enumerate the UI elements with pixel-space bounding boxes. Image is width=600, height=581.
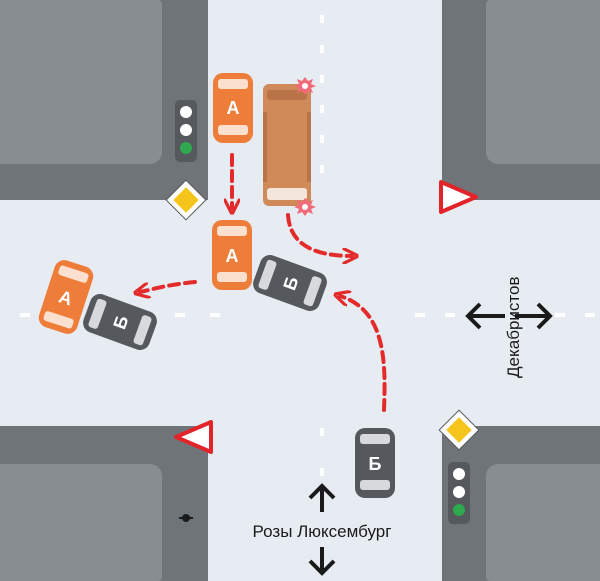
car-a-label: А [226,246,239,266]
pedestrian-signal-icon [179,514,193,522]
direction-arrow-horizontal-icon [465,302,553,330]
car-a-label: А [56,286,75,309]
arrow-bus-turn [286,213,352,256]
street-label-horizontal: Декабристов [504,276,523,378]
street-label-vertical: Розы Люксембург [253,522,392,541]
give-way-sign-icon [174,420,213,454]
traffic-light-top-left [175,100,197,162]
car-a-start: А [213,73,253,143]
turn-signal-icon [294,198,316,216]
main-road-sign-icon [438,409,480,451]
turn-signal-icon [294,77,316,95]
block-top-left [0,0,208,200]
car-a-intersection: А [212,220,252,290]
traffic-light-bottom-right [448,462,470,524]
green-signal-light [453,504,465,516]
car-b-intersection: Б [253,255,327,311]
main-road-sign-icon [165,179,207,221]
arrow-car-a-left [140,280,197,292]
direction-arrow-vertical-icon [308,483,336,576]
give-way-sign-icon [439,180,478,214]
car-b-end: Б [83,294,157,350]
green-signal-light [180,142,192,154]
bus [263,77,316,216]
trajectory-arrows [140,153,387,412]
block-top-right [442,0,600,200]
car-b-start: Б [355,428,395,498]
lane-markings [20,15,595,476]
car-b-label: Б [369,454,382,474]
block-bottom-left [0,426,208,581]
car-a-label: А [227,98,240,118]
car-a-end: А [38,260,94,334]
arrow-car-b-left [340,296,387,412]
